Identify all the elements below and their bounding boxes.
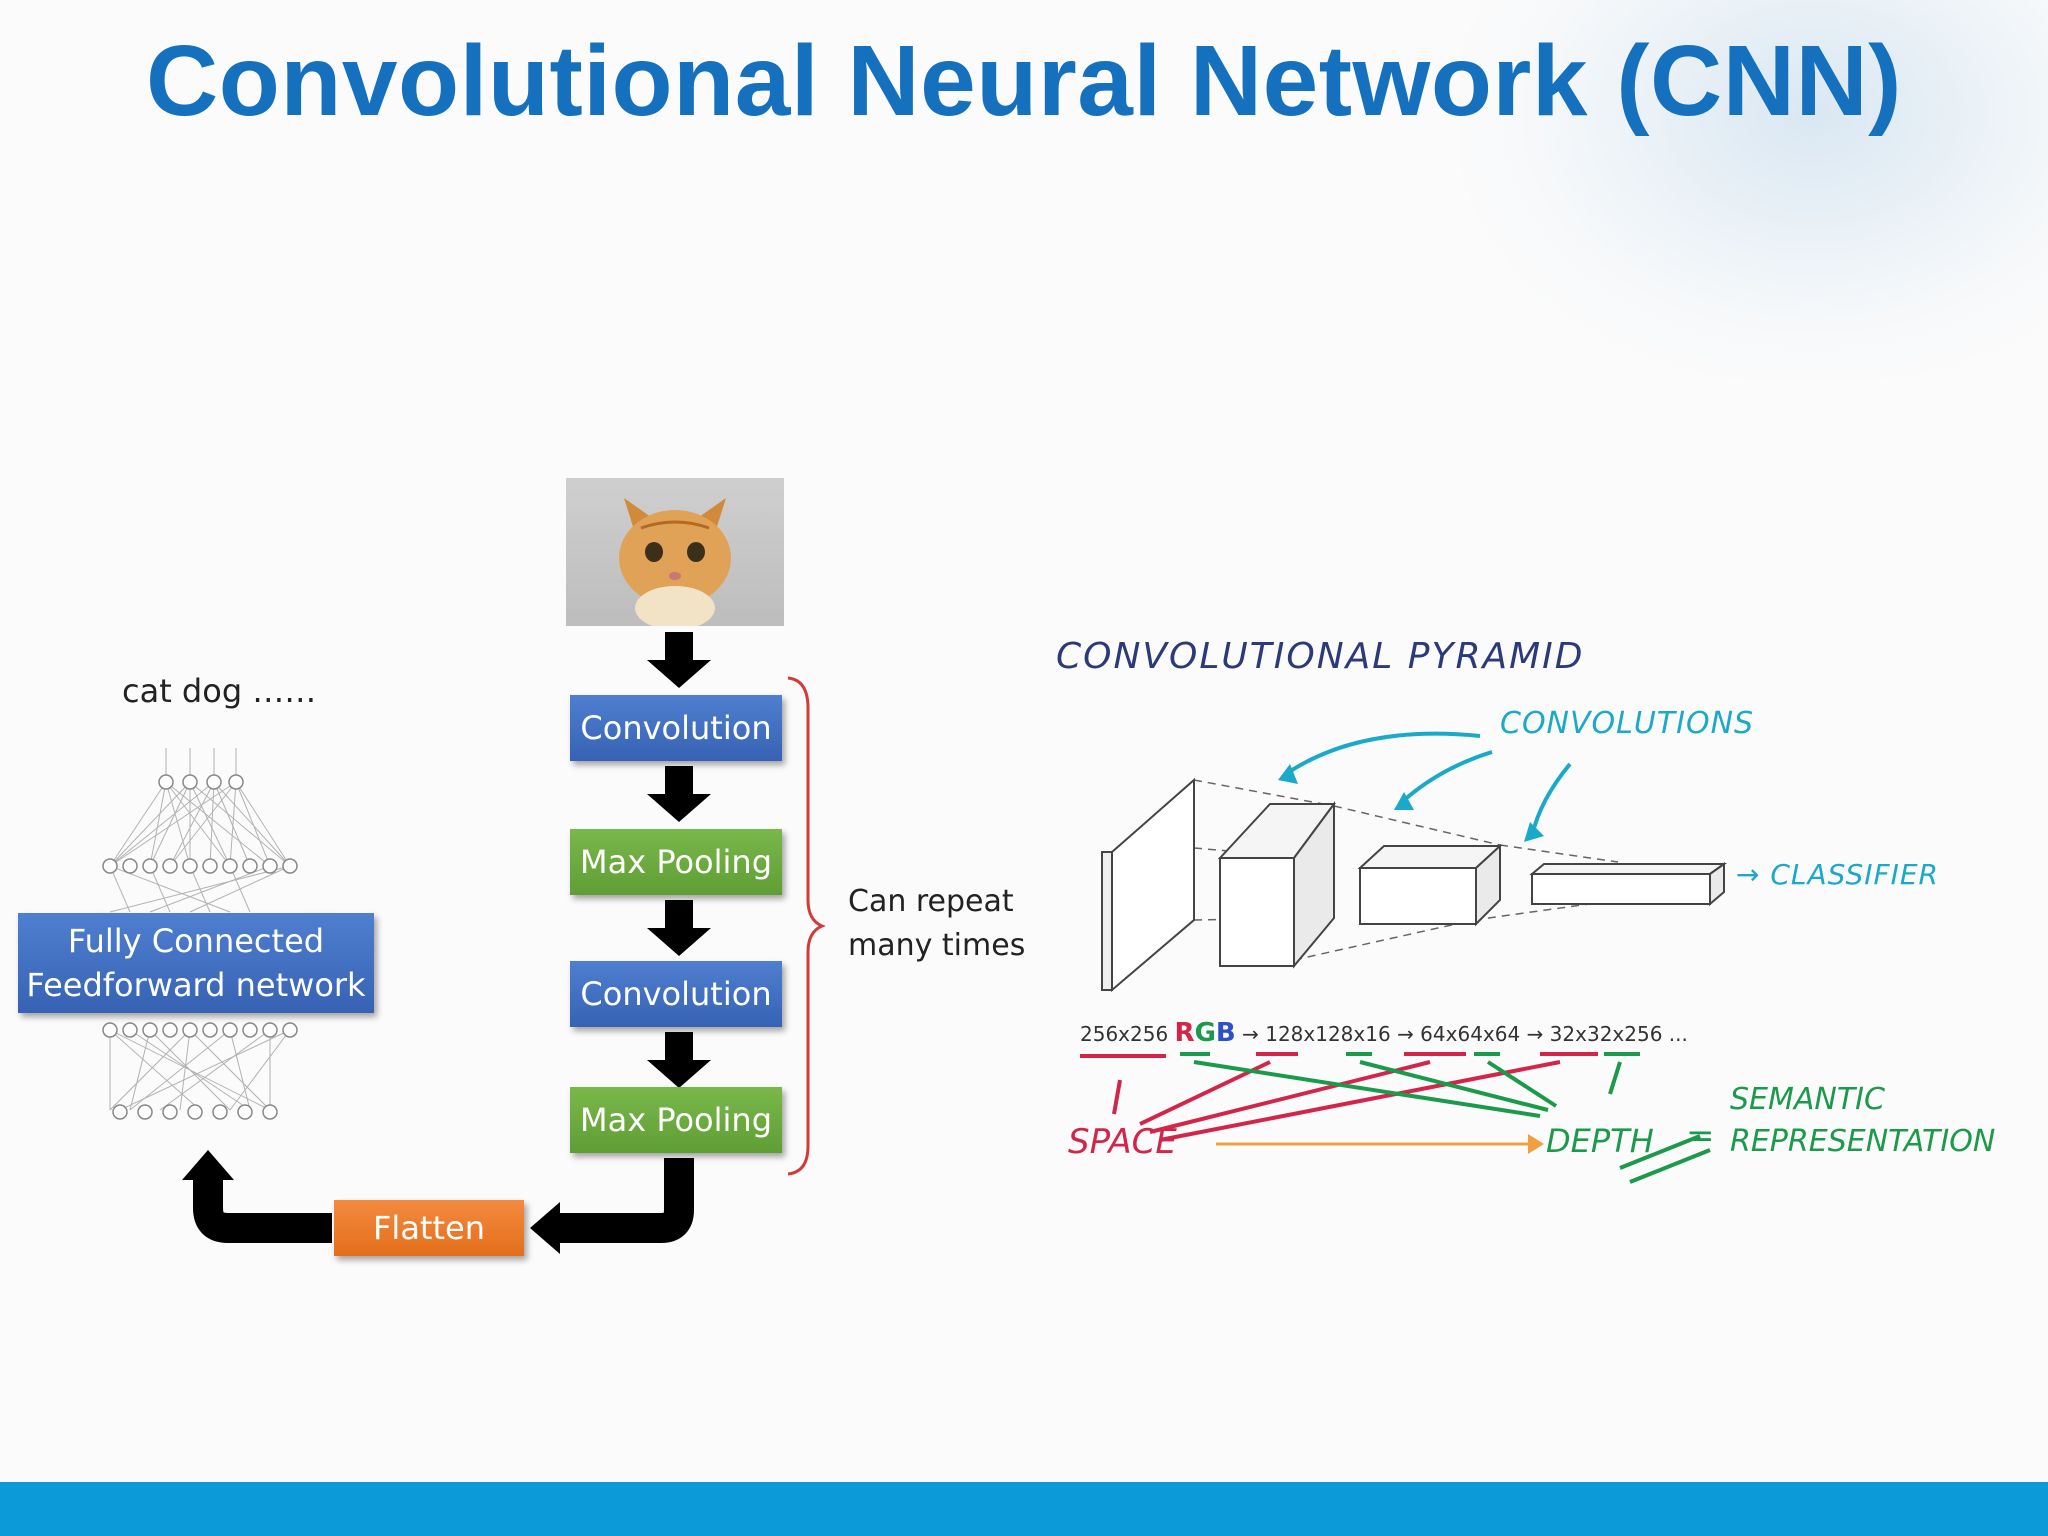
convolutions-label: CONVOLUTIONS (1500, 706, 1755, 741)
dim-layer-2: → 64x64x64 (1397, 1022, 1521, 1046)
rgb-g: G (1194, 1018, 1216, 1048)
rgb-b: B (1215, 1018, 1236, 1048)
cat-image (566, 478, 784, 630)
dim-ellipsis: ... (1668, 1022, 1688, 1046)
arrowhead-icon (1524, 822, 1544, 842)
outputs-label: cat dog …… (122, 672, 317, 710)
repeat-brace (787, 676, 826, 1176)
kitten-drawing (619, 498, 731, 630)
depth-lines (1193, 1060, 1711, 1184)
rgb-r: R (1174, 1018, 1195, 1048)
left-arrow-icon (530, 1202, 560, 1254)
pyramid-heading: CONVOLUTIONAL PYRAMID (1056, 636, 1585, 677)
arrowhead-icon (1394, 792, 1414, 810)
space-lines (1112, 1060, 1561, 1142)
nn-neurons (102, 774, 298, 1120)
flow-arrows (647, 632, 711, 1088)
equals-sign: = (1686, 1116, 1715, 1156)
dims-row: 256x256 RGB → 128x128x16 → 64x64x64 → 32… (1080, 1018, 1688, 1048)
fully-connected-network-box: Fully Connected Feedforward network (18, 913, 374, 1013)
max-pooling-box-2: Max Pooling (570, 1087, 782, 1153)
down-arrow-icon (647, 1032, 711, 1088)
semantic-label-line2: REPRESENTATION (1730, 1124, 1996, 1159)
max-pooling-box-1: Max Pooling (570, 829, 782, 895)
fc-label-line1: Fully Connected (67, 922, 325, 960)
dim-layer-3: → 32x32x256 (1526, 1022, 1663, 1046)
arrowhead-icon (1528, 1134, 1544, 1154)
down-arrow-icon (647, 632, 711, 688)
up-arrow-icon (182, 1150, 234, 1180)
layer-3-box (1357, 843, 1503, 927)
layer-4-box (1529, 862, 1728, 907)
flatten-box: Flatten (334, 1200, 524, 1256)
classifier-label: → CLASSIFIER (1736, 858, 1939, 891)
fc-label-line2: Feedforward network (26, 966, 366, 1004)
repeat-label-line2: many times (848, 928, 1026, 963)
repeat-label-line1: Can repeat (848, 884, 1014, 919)
flow-to-fc-arrow (193, 1180, 332, 1243)
semantic-label-line1: SEMANTIC (1730, 1082, 1885, 1117)
arrowhead-icon (1278, 764, 1298, 784)
nn-connections (109, 748, 291, 1111)
dim-underlines (1080, 1052, 1640, 1058)
slide-title: Convolutional Neural Network (CNN) (146, 25, 1902, 137)
dim-layer-1: → 128x128x16 (1242, 1022, 1391, 1046)
layer-2-cube (1217, 800, 1336, 969)
depth-label: DEPTH (1546, 1122, 1654, 1160)
down-arrow-icon (647, 900, 711, 956)
footer-bar (0, 1482, 2048, 1536)
dim-input: 256x256 (1080, 1022, 1169, 1046)
layer-1-slab (1101, 777, 1195, 993)
background-decoration (1460, 0, 2048, 380)
convolution-box-2: Convolution (570, 961, 782, 1027)
space-label: SPACE (1068, 1122, 1177, 1162)
convolution-arrowheads (1278, 764, 1544, 842)
flow-to-flatten-arrow (560, 1158, 694, 1243)
down-arrow-icon (647, 766, 711, 822)
convolution-box-1: Convolution (570, 695, 782, 761)
